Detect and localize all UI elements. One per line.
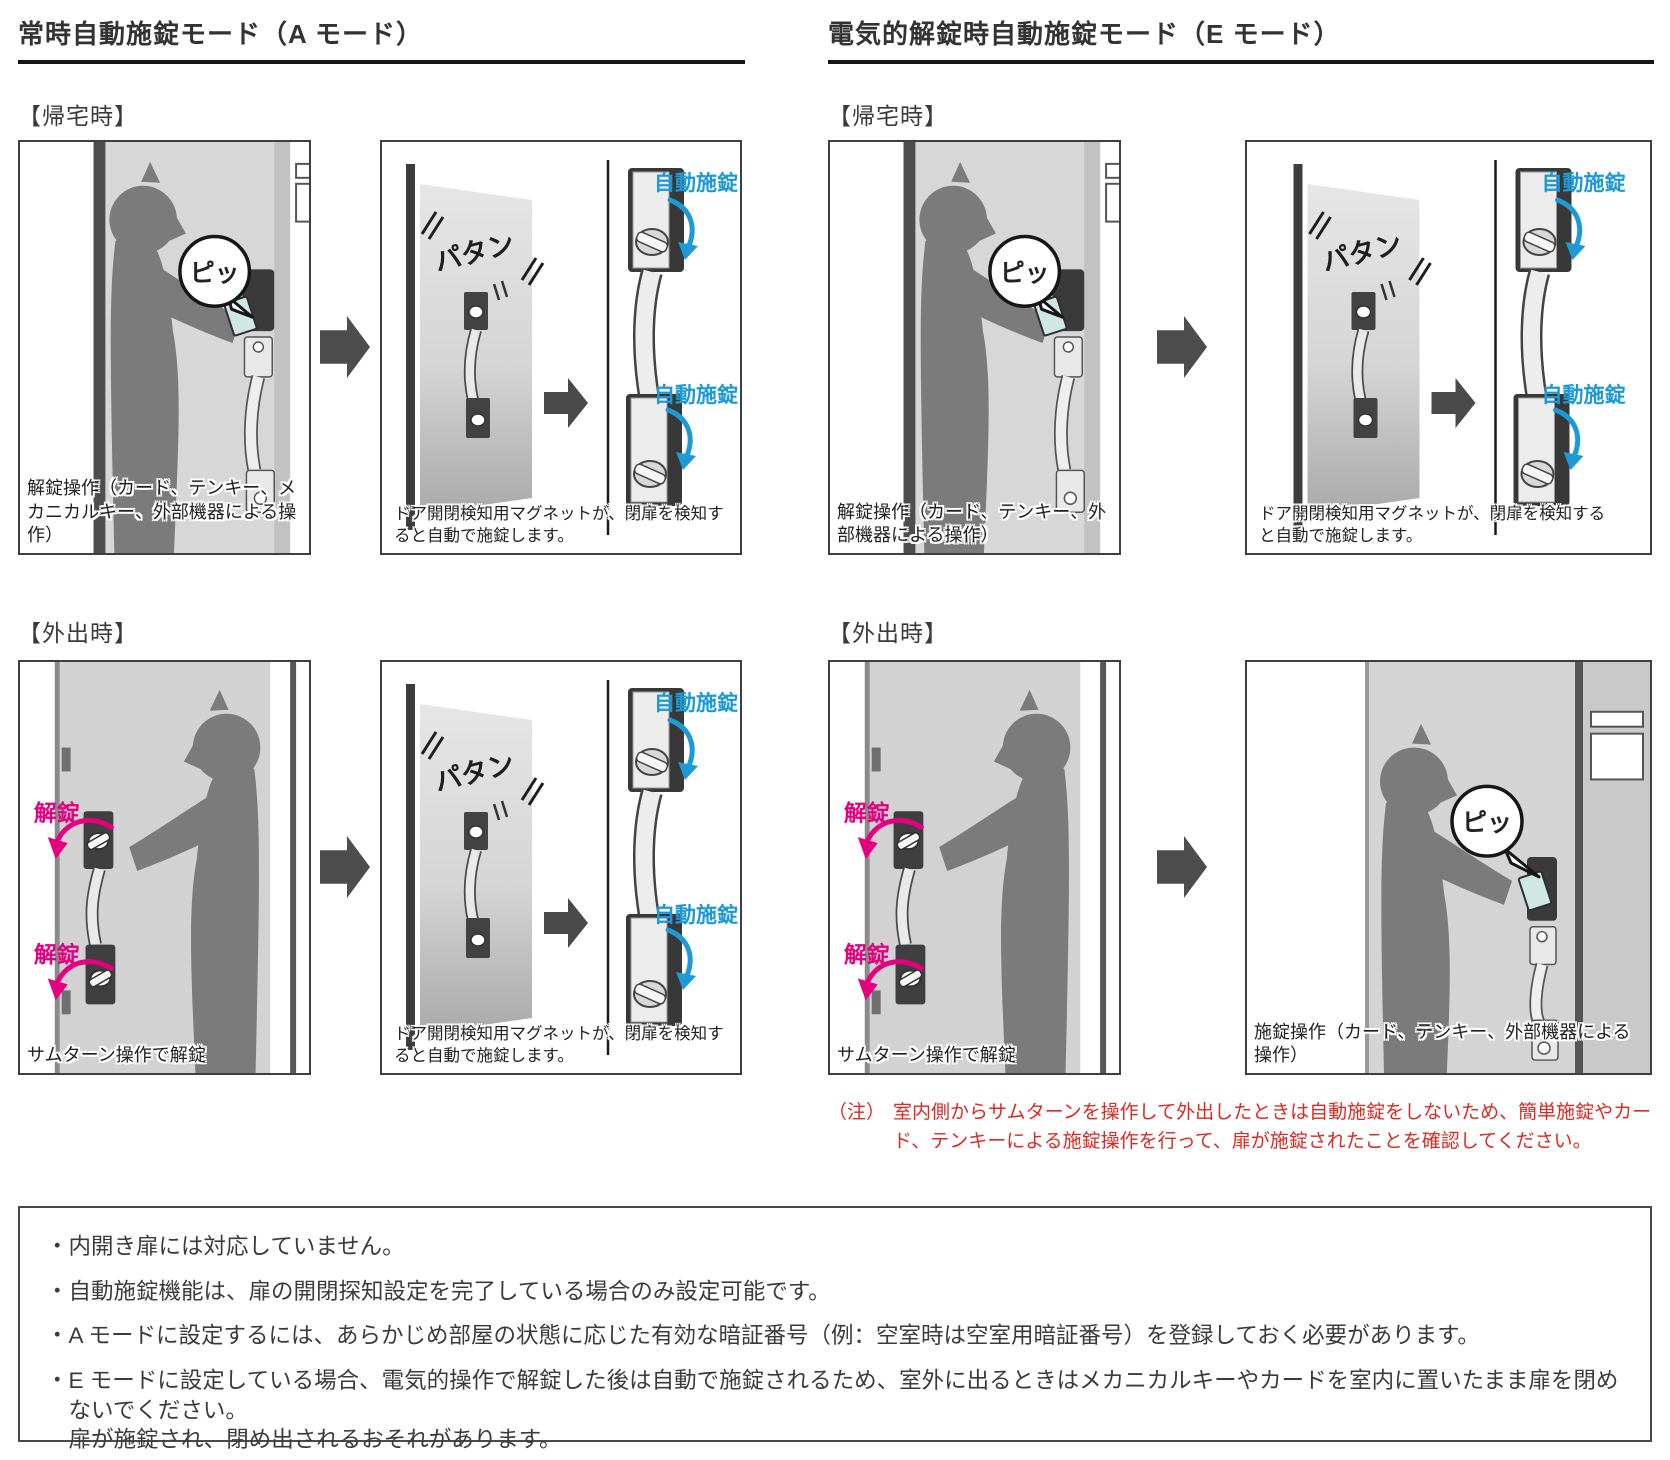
panel-a-goingout-step1: サムターン操作で解錠 <box>18 660 311 1075</box>
left-going-out-label: 【外出時】 <box>18 620 138 646</box>
note-item-3: ・A モードに設定するには、あらかじめ部屋の状態に応じた有効な暗証番号（例：空室… <box>46 1323 1480 1349</box>
right-returning-home-label: 【帰宅時】 <box>828 103 948 129</box>
panel-e-returning-step1: 解錠操作（カード、テンキー、外部機器による操作） <box>828 140 1121 555</box>
caption-e-returning-step2: ドア開閉検知用マグネットが、閉扉を検知すると自動で施錠します。 <box>1259 505 1606 546</box>
panel-e-goingout-step1: サムターン操作で解錠 <box>828 660 1121 1075</box>
illustration-auto-lock <box>382 662 740 1073</box>
left-title-underline <box>18 60 745 64</box>
illustration-thumbturn-unlock <box>20 662 309 1073</box>
panel-a-returning-step1: 解錠操作（カード、テンキー、メカニカルキー、外部機器による操作） <box>18 140 311 555</box>
caption-a-goingout-step2: ドア開閉検知用マグネットが、閉扉を検知すると自動で施錠します。 <box>394 1025 724 1066</box>
note-item-1: ・内開き扉には対応していません。 <box>46 1234 405 1259</box>
note-item-2: ・自動施錠機能は、扉の開閉探知設定を完了している場合のみ設定可能です。 <box>46 1278 831 1304</box>
left-column-title: 常時自動施錠モード（A モード） <box>18 19 424 49</box>
caption-a-goingout-step1: サムターン操作で解錠 <box>27 1045 206 1066</box>
general-notes-box: ・内開き扉には対応していません。 ・自動施錠機能は、扉の開閉探知設定を完了してい… <box>18 1206 1652 1452</box>
step-arrow-icon <box>1157 316 1207 378</box>
panel-e-returning-step2: ドア開閉検知用マグネットが、閉扉を検知すると自動で施錠します。 <box>1245 140 1652 555</box>
illustration-card-unlock <box>830 142 1119 553</box>
step-arrow-icon <box>1157 836 1207 898</box>
step-arrow-icon <box>320 836 370 898</box>
note-text: 室内側からサムターンを操作して外出したときは自動施錠をしないため、簡単施錠やカー… <box>893 1102 1652 1153</box>
illustration-card-lock <box>1247 662 1650 1073</box>
caption-e-goingout-step1: サムターン操作で解錠 <box>837 1045 1016 1066</box>
e-mode-warning-note: （注） 室内側からサムターンを操作して外出したときは自動施錠をしないため、簡単施… <box>828 1098 1670 1157</box>
note-prefix: （注） <box>828 1102 886 1123</box>
illustration-thumbturn-unlock <box>830 662 1119 1073</box>
caption-a-returning-step2: ドア開閉検知用マグネットが、閉扉を検知すると自動で施錠します。 <box>394 505 724 546</box>
right-column-title: 電気的解錠時自動施錠モード（E モード） <box>828 19 1341 49</box>
caption-a-returning-step1: 解錠操作（カード、テンキー、メカニカルキー、外部機器による操作） <box>27 477 297 546</box>
right-title-underline <box>828 60 1654 64</box>
panel-e-goingout-step2: 施錠操作（カード、テンキー、外部機器による操作） <box>1245 660 1652 1075</box>
caption-e-goingout-step2: 施錠操作（カード、テンキー、外部機器による操作） <box>1254 1021 1631 1066</box>
illustration-auto-lock <box>382 142 740 553</box>
panel-a-goingout-step2: ドア開閉検知用マグネットが、閉扉を検知すると自動で施錠します。 <box>380 660 742 1075</box>
illustration-auto-lock <box>1247 142 1650 553</box>
step-arrow-icon <box>320 316 370 378</box>
caption-e-returning-step1: 解錠操作（カード、テンキー、外部機器による操作） <box>837 501 1107 546</box>
panel-a-returning-step2: ドア開閉検知用マグネットが、閉扉を検知すると自動で施錠します。 <box>380 140 742 555</box>
left-returning-home-label: 【帰宅時】 <box>18 103 138 129</box>
note-item-4: ・E モードに設定している場合、電気的操作で解錠した後は自動で施錠されるため、室… <box>46 1368 1619 1453</box>
right-going-out-label: 【外出時】 <box>828 620 948 646</box>
